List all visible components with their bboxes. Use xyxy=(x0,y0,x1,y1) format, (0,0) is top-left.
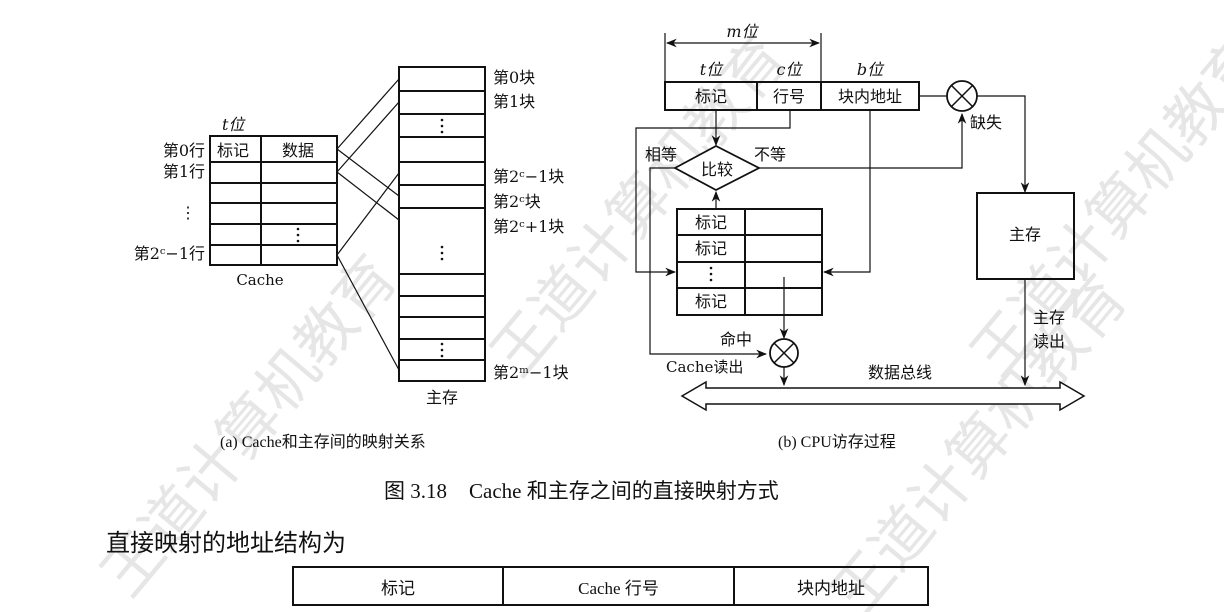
cache-width-label: t位 xyxy=(222,115,246,134)
memory-name: 主存 xyxy=(426,388,458,407)
body-text: 直接映射的地址结构为 xyxy=(106,531,346,557)
hit-label: 命中 xyxy=(720,330,752,349)
cache-name: Cache xyxy=(236,271,283,289)
memory-block-label: 第2ᶜ−1块 xyxy=(493,167,564,186)
ellipsis-dots xyxy=(296,118,444,358)
cache-tag-cell: 标记 xyxy=(695,292,727,311)
address-structure-table: 标记 Cache 行号 块内地址 xyxy=(292,566,929,606)
memory-block-label: 第0块 xyxy=(493,68,535,87)
main-read-label: 读出 xyxy=(1033,332,1065,351)
t-bits-label: t位 xyxy=(700,60,724,79)
m-bits-label: m位 xyxy=(726,22,759,41)
memory-block-label: 第2ᵐ−1块 xyxy=(493,363,569,382)
cache-table-b xyxy=(676,208,823,316)
memory-block-label: 第2ᶜ+1块 xyxy=(493,217,564,236)
address-field-line: Cache 行号 xyxy=(502,566,735,606)
memory-column xyxy=(398,66,486,382)
miss-gate xyxy=(946,80,978,112)
b-bits-label: b位 xyxy=(857,60,885,79)
compare-label: 比较 xyxy=(701,160,733,179)
caption-a: (a) Cache和主存间的映射关系 xyxy=(220,434,426,451)
diagram: t位 标记 数据 第0行 第1行 ⋮ 第2ᶜ−1行 Cache 第0块 第1块 … xyxy=(134,22,1086,412)
field-tag: 标记 xyxy=(695,87,727,106)
cache-row-label: ⋮ xyxy=(180,203,196,222)
cache-tag-cell: 标记 xyxy=(695,239,727,258)
data-bus-label: 数据总线 xyxy=(868,363,932,382)
cache-read-label: Cache读出 xyxy=(666,358,743,376)
cache-row-label: 第1行 xyxy=(163,162,205,181)
caption-b: (b) CPU访存过程 xyxy=(778,434,896,451)
cache-tag-cell: 标记 xyxy=(695,213,727,232)
data-bus-arrow xyxy=(680,380,1086,412)
address-field-offset: 块内地址 xyxy=(733,566,929,606)
cache-header-tag: 标记 xyxy=(217,141,249,160)
c-bits-label: c位 xyxy=(777,60,804,79)
figure-a xyxy=(209,66,486,382)
cache-table xyxy=(209,135,338,266)
memory-block-label: 第1块 xyxy=(493,92,535,111)
main-read-label: 主存 xyxy=(1033,308,1065,327)
figure-b xyxy=(635,33,1086,412)
address-field-tag: 标记 xyxy=(292,566,504,606)
figure-number: 图 3.18 xyxy=(384,479,447,503)
figure-title-text: Cache 和主存之间的直接映射方式 xyxy=(469,479,779,503)
cache-header-data: 数据 xyxy=(282,141,314,160)
field-line: 行号 xyxy=(773,87,805,106)
main-memory-label: 主存 xyxy=(1009,225,1041,244)
cache-row-label: 第2ᶜ−1行 xyxy=(134,244,205,263)
hit-gate xyxy=(769,338,799,368)
figure-title: 图 3.18 Cache 和主存之间的直接映射方式 xyxy=(384,475,779,505)
equal-label: 相等 xyxy=(645,145,677,164)
memory-block-label: 第2ᶜ块 xyxy=(493,192,541,211)
mapping-lines xyxy=(336,78,400,371)
miss-label: 缺失 xyxy=(970,113,1002,132)
not-equal-label: 不等 xyxy=(754,145,786,164)
cache-row-label: 第0行 xyxy=(163,141,205,160)
field-offset: 块内地址 xyxy=(838,87,902,106)
